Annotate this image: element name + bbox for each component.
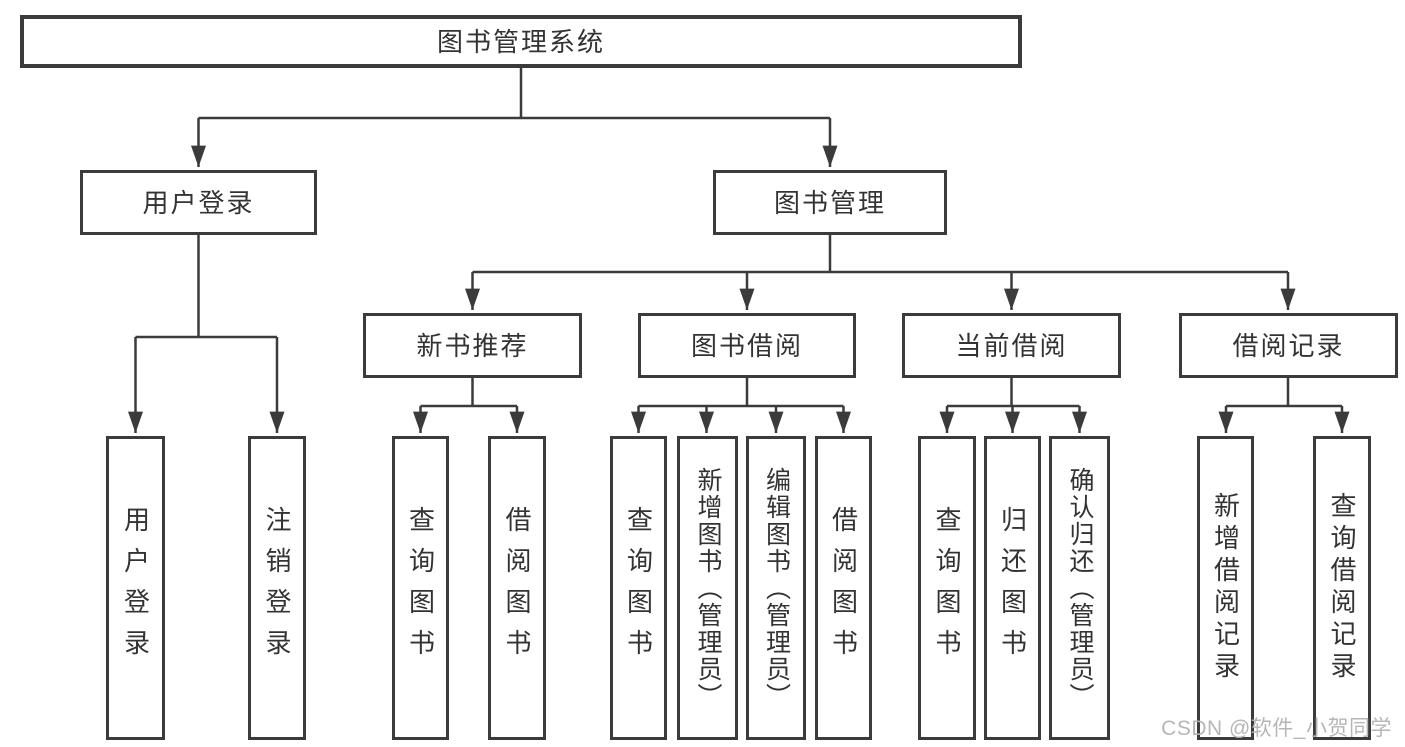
node-rec-borrow-books: 借阅图书 bbox=[488, 436, 546, 740]
node-label: 借阅图书 bbox=[828, 506, 859, 670]
node-label: 当前借阅 bbox=[955, 330, 1068, 361]
node-label: 图书管理系统 bbox=[436, 26, 605, 57]
node-label: 用户登录 bbox=[120, 506, 151, 670]
node-label: 查询借阅记录 bbox=[1327, 492, 1357, 684]
node-user-login: 用户登录 bbox=[106, 436, 165, 740]
node-label: 归还图书 bbox=[997, 506, 1028, 670]
node-cb-return-books: 归还图书 bbox=[984, 436, 1041, 740]
node-cb-query-books: 查询图书 bbox=[918, 436, 976, 740]
node-bb-add-books-admin: 新增图书（管理员） bbox=[677, 436, 738, 740]
node-library-system: 图书管理系统 bbox=[20, 15, 1022, 68]
csdn-watermark: CSDN @软件_小贺同学 bbox=[1161, 717, 1392, 740]
node-label: 确认归还（管理员） bbox=[1066, 466, 1094, 710]
node-label: 新增图书（管理员） bbox=[694, 466, 722, 710]
node-book-borrowing: 图书借阅 bbox=[638, 313, 856, 378]
node-book-management: 图书管理 bbox=[713, 170, 947, 235]
node-bb-borrow-books: 借阅图书 bbox=[815, 436, 872, 740]
node-br-add-record: 新增借阅记录 bbox=[1197, 436, 1254, 740]
node-label: 图书借阅 bbox=[690, 330, 803, 361]
node-label: 查询图书 bbox=[932, 506, 962, 670]
node-label: 图书管理 bbox=[773, 187, 886, 218]
node-label: 新书推荐 bbox=[416, 330, 529, 361]
node-label: 编辑图书（管理员） bbox=[762, 466, 791, 710]
node-label: 用户登录 bbox=[142, 187, 255, 218]
node-label: 注销登录 bbox=[262, 506, 292, 670]
node-current-borrowing: 当前借阅 bbox=[902, 313, 1121, 378]
node-logout: 注销登录 bbox=[248, 436, 306, 740]
node-user-login-module: 用户登录 bbox=[80, 170, 317, 235]
node-bb-query-books: 查询图书 bbox=[610, 436, 667, 740]
node-rec-query-books: 查询图书 bbox=[392, 436, 449, 740]
node-borrowing-records: 借阅记录 bbox=[1179, 313, 1398, 378]
node-label: 新增借阅记录 bbox=[1210, 492, 1241, 684]
node-cb-confirm-return-admin: 确认归还（管理员） bbox=[1049, 436, 1110, 740]
node-bb-edit-books-admin: 编辑图书（管理员） bbox=[746, 436, 806, 740]
node-label: 借阅图书 bbox=[502, 506, 532, 670]
node-label: 查询图书 bbox=[623, 506, 654, 670]
node-label: 借阅记录 bbox=[1232, 330, 1345, 361]
node-label: 查询图书 bbox=[405, 506, 436, 670]
node-new-book-recommend: 新书推荐 bbox=[363, 313, 582, 378]
node-br-query-record: 查询借阅记录 bbox=[1313, 436, 1371, 740]
